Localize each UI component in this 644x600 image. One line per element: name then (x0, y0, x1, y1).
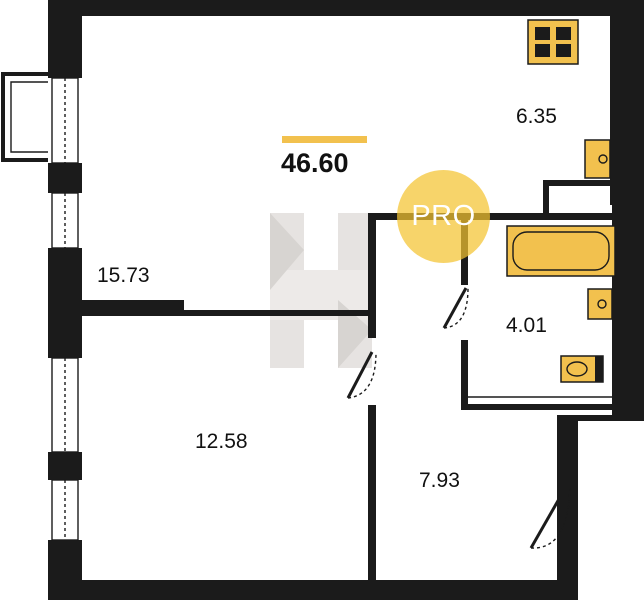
room-area-hallway: 7.93 (419, 469, 460, 492)
bathroom-sink (587, 288, 613, 320)
balcony (1, 72, 48, 162)
stove (527, 19, 579, 65)
toilet (560, 355, 604, 383)
doors (346, 287, 571, 549)
bathtub (506, 225, 616, 277)
room-area-kitchen-living: 15.73 (97, 264, 150, 287)
windows (51, 77, 79, 541)
watermark-logo (270, 213, 372, 368)
room-area-kitchen-zone: 6.35 (516, 105, 557, 128)
room-area-bedroom: 12.58 (195, 430, 248, 453)
kitchen-sink (584, 139, 611, 179)
room-area-bathroom: 4.01 (506, 314, 547, 337)
pro-badge: PRO (397, 170, 490, 263)
total-area: 46.60 (281, 148, 349, 178)
interior-walls (82, 180, 612, 580)
total-area-bar (282, 136, 367, 143)
exterior-walls (48, 0, 644, 600)
